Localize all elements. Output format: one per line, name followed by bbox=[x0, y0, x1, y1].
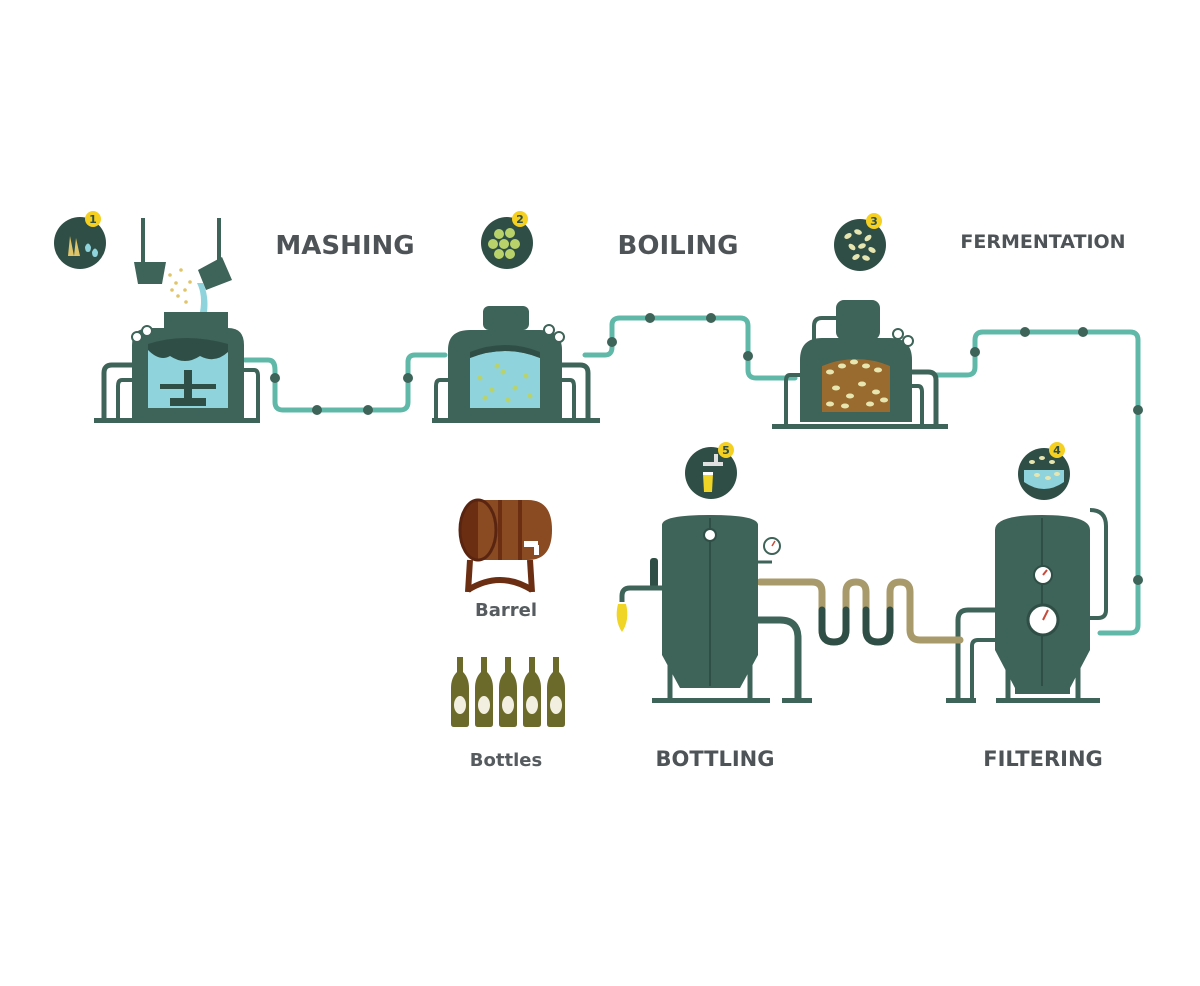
yeast-icon bbox=[844, 229, 876, 261]
filter-tank bbox=[946, 508, 1108, 703]
tap-icon bbox=[524, 541, 539, 555]
cooling-coil bbox=[756, 578, 964, 646]
step-number-1: 1 bbox=[89, 213, 97, 226]
fermentation-tank bbox=[772, 300, 948, 429]
step-title-boiling: BOILING bbox=[618, 231, 739, 261]
foam bbox=[826, 359, 888, 409]
step-badge-bottling: 5 bbox=[685, 442, 737, 499]
pressure-gauge-icon bbox=[758, 537, 781, 564]
bottle bbox=[547, 657, 565, 727]
pressure-gauge-icon bbox=[1026, 603, 1060, 637]
step-number-3: 3 bbox=[870, 215, 878, 228]
boiling-kettle bbox=[432, 306, 600, 423]
step-number-4: 4 bbox=[1053, 444, 1061, 457]
step-title-fermentation: FERMENTATION bbox=[960, 231, 1125, 253]
beer-tap-icon bbox=[703, 454, 723, 492]
water-stream bbox=[197, 283, 208, 312]
connecting-pipes bbox=[242, 315, 1141, 636]
pipe-joints bbox=[270, 313, 1143, 585]
grain-sprinkle bbox=[168, 268, 192, 304]
barrel-label: Barrel bbox=[475, 600, 537, 621]
grain-and-water-icon bbox=[68, 236, 98, 257]
step-badge-filtering: 4 bbox=[1018, 442, 1070, 500]
step-number-2: 2 bbox=[516, 213, 524, 226]
pressure-gauge-icon bbox=[543, 324, 565, 343]
step-number-5: 5 bbox=[722, 444, 730, 457]
filter-icon bbox=[1024, 456, 1064, 489]
bottle bbox=[475, 657, 493, 727]
step-title-bottling: BOTTLING bbox=[656, 747, 775, 771]
water-bucket bbox=[198, 218, 232, 290]
level-gauge-icon bbox=[703, 528, 717, 542]
bottles-icon bbox=[451, 657, 565, 727]
step-badge-fermentation: 3 bbox=[834, 213, 886, 271]
hops-icon bbox=[488, 228, 520, 259]
step-title-filtering: FILTERING bbox=[983, 747, 1103, 771]
bottles-label: Bottles bbox=[470, 750, 542, 771]
bottle bbox=[451, 657, 469, 727]
bottle bbox=[523, 657, 541, 727]
barrel-icon bbox=[458, 498, 552, 593]
step-title-mashing: MASHING bbox=[275, 231, 414, 261]
bubbles bbox=[477, 363, 533, 403]
beer-tap bbox=[616, 558, 662, 632]
mash-tun bbox=[94, 218, 260, 423]
bottling-tank bbox=[616, 515, 812, 703]
step-badge-boiling: 2 bbox=[481, 211, 533, 269]
bottle bbox=[499, 657, 517, 727]
temperature-gauge-icon bbox=[1033, 565, 1053, 585]
pressure-gauge-icon bbox=[892, 328, 914, 347]
step-badge-mashing: 1 bbox=[54, 211, 106, 269]
grain-bucket bbox=[134, 218, 166, 284]
pressure-gauge-icon bbox=[131, 325, 153, 343]
